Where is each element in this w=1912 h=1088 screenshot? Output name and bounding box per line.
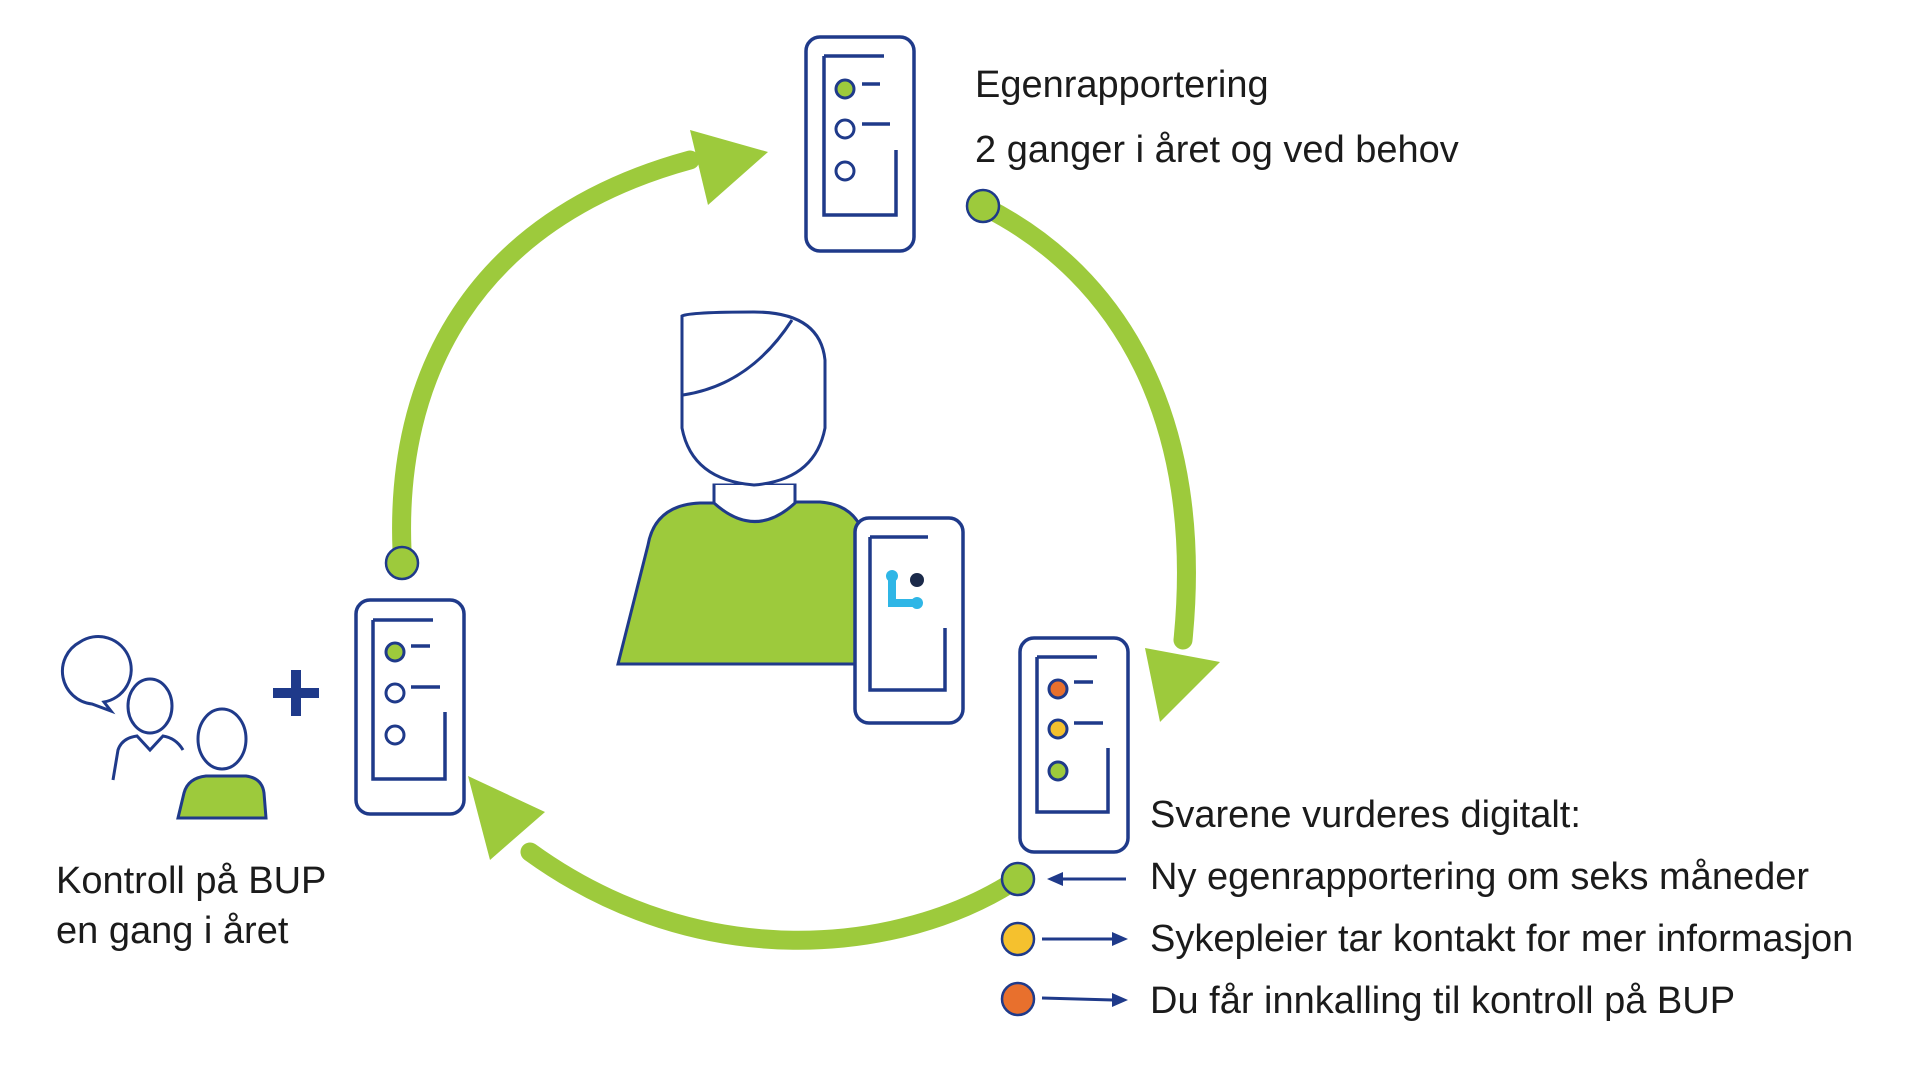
cycle-arrow-left-top [384, 130, 768, 581]
person-icon-center [616, 310, 868, 666]
assessment-item-green: Ny egenrapportering om seks måneder [1150, 856, 1810, 898]
left-label-line1: Kontroll på BUP [56, 860, 327, 902]
phone-icon-top [804, 35, 916, 253]
cycle-arrow-bottom [468, 776, 1026, 950]
assessment-item-orange: Du får innkalling til kontroll på BUP [1150, 980, 1736, 1022]
top-label: Egenrapportering 2 ganger i året og ved … [975, 66, 1459, 169]
speech-bubble-icon [60, 635, 133, 715]
phone-icon-center [853, 516, 965, 725]
left-label-line2: en gang i året [56, 910, 289, 952]
phone-icon-right [1018, 636, 1130, 854]
phone-icon-left [354, 598, 466, 816]
status-orange-row [1000, 981, 1128, 1017]
cycle-arrow-top-right [965, 188, 1220, 722]
assessment-item-yellow: Sykepleier tar kontakt for mer informasj… [1150, 918, 1854, 960]
top-label-title: Egenrapportering [975, 64, 1269, 106]
people-icon [111, 677, 268, 820]
left-label: Kontroll på BUP en gang i året [56, 856, 326, 956]
assessment-heading: Svarene vurderes digitalt: [1150, 794, 1581, 836]
plus-icon [273, 670, 319, 716]
status-green-row [1000, 861, 1126, 897]
top-label-subtitle: 2 ganger i året og ved behov [975, 129, 1459, 171]
status-yellow-row [1000, 921, 1128, 957]
app-logo-icon [886, 570, 924, 609]
